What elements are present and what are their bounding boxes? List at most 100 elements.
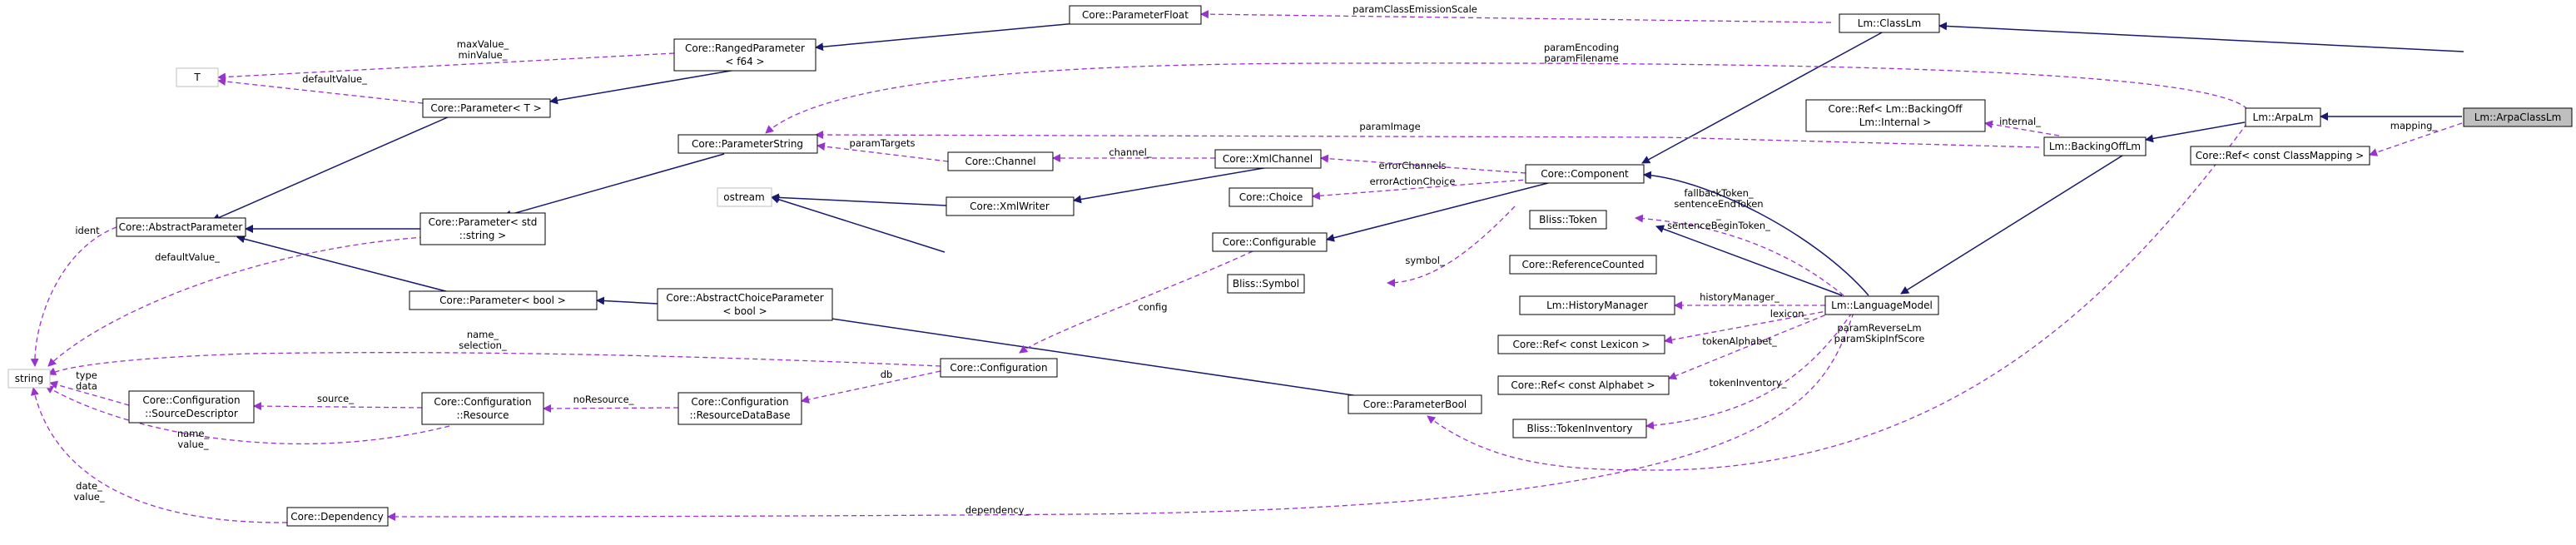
node-bliss-symbol[interactable]: Bliss::Symbol (1227, 274, 1305, 294)
label-name-sel-selection: selection_ (459, 339, 507, 351)
node-core-parameterbool[interactable]: Core::ParameterBool (1348, 394, 1482, 414)
svg-text:Core::RangedParameter: Core::RangedParameter (685, 42, 805, 54)
edge-languagemodel-to-referencecounted (1655, 225, 1843, 296)
edge-max-min-value (217, 52, 675, 82)
node-core-parameterstring[interactable]: Core::ParameterString (678, 134, 818, 154)
node-core-ref-classmapping[interactable]: Core::Ref< const ClassMapping > (2190, 146, 2370, 166)
edge-parameter-t-to-abstractparameter (211, 116, 450, 221)
svg-text:Bliss::Token: Bliss::Token (1539, 214, 1597, 225)
node-core-configuration-sourcedescriptor[interactable]: Core::Configuration ::SourceDescriptor (128, 390, 255, 424)
edge-default-value-str (47, 236, 425, 367)
svg-text:Lm::Internal >: Lm::Internal > (1859, 116, 1932, 128)
svg-text:Lm::ArpaLm: Lm::ArpaLm (2253, 111, 2314, 123)
edge-type-data (49, 380, 130, 406)
edge-xmlwriter-to-ostream (771, 193, 947, 206)
node-ostream[interactable]: ostream (717, 187, 772, 207)
edge-backingofflm-to-languagemodel (1900, 155, 2123, 295)
svg-text:Lm::LanguageModel: Lm::LanguageModel (1831, 300, 1933, 311)
node-lm-historymanager[interactable]: Lm::HistoryManager (1519, 295, 1675, 315)
label-param-image: paramImage (1359, 121, 1420, 132)
svg-text:Core::Ref< const Lexicon >: Core::Ref< const Lexicon > (1513, 339, 1650, 350)
label-date: date_ (76, 480, 102, 492)
usage-edges (30, 10, 2463, 523)
node-core-parameter-bool[interactable]: Core::Parameter< bool > (409, 290, 598, 310)
node-t[interactable]: T (176, 67, 219, 87)
svg-text:Lm::ArpaClassLm: Lm::ArpaClassLm (2474, 111, 2562, 123)
nodes: Lm::ArpaClassLm Lm::ArpaLm Lm::ClassLm L… (7, 5, 2573, 527)
node-core-xmlwriter[interactable]: Core::XmlWriter (946, 196, 1075, 216)
node-core-channel[interactable]: Core::Channel (947, 151, 1054, 171)
svg-text:Bliss::Symbol: Bliss::Symbol (1233, 278, 1299, 290)
node-core-configuration-resourcedatabase[interactable]: Core::Configuration ::ResourceDataBase (678, 392, 802, 425)
label-default-value-str: defaultValue_ (155, 251, 220, 263)
edge-param-class-emission-scale (1200, 10, 1832, 23)
node-lm-arpaclasslm[interactable]: Lm::ArpaClassLm (2463, 107, 2573, 127)
node-lm-languagemodel[interactable]: Lm::LanguageModel (1824, 295, 1939, 315)
edge-lexicon (1664, 310, 1832, 344)
svg-text:Core::XmlChannel: Core::XmlChannel (1223, 153, 1313, 165)
label-name-value-value: value_ (177, 438, 208, 450)
node-core-ref-lexicon[interactable]: Core::Ref< const Lexicon > (1497, 334, 1665, 354)
node-core-xmlchannel[interactable]: Core::XmlChannel (1214, 149, 1322, 169)
node-core-dependency[interactable]: Core::Dependency (286, 507, 389, 527)
node-core-component[interactable]: Core::Component (1525, 164, 1645, 184)
node-lm-backingofflm[interactable]: Lm::BackingOffLm (2043, 136, 2147, 156)
edge-labels: mapping_ internal_ paramClassEmissionSca… (73, 3, 2437, 516)
label-error-action-choice: errorActionChoice (1370, 176, 1456, 187)
node-lm-classlm[interactable]: Lm::ClassLm (1839, 13, 1940, 33)
node-core-configuration-resource[interactable]: Core::Configuration ::Resource (421, 392, 544, 425)
node-core-ref-alphabet[interactable]: Core::Ref< const Alphabet > (1497, 375, 1670, 395)
node-core-parameterfloat[interactable]: Core::ParameterFloat (1069, 5, 1202, 25)
edge-error-action-choice (1312, 177, 1549, 201)
label-param-reverse-lm: paramReverseLm (1837, 322, 1921, 334)
node-bliss-token[interactable]: Bliss::Token (1529, 210, 1607, 230)
node-core-rangedparameter[interactable]: Core::RangedParameter < f64 > (673, 38, 816, 72)
edge-abstractchoiceparameter-to-parameter-bool (596, 296, 658, 305)
svg-text:Core::Ref< Lm::BackingOff: Core::Ref< Lm::BackingOff (1829, 103, 1963, 115)
svg-text:Core::Ref< const ClassMapping: Core::Ref< const ClassMapping > (2196, 150, 2364, 161)
edge-xmlchannel-to-xmlwriter (1073, 166, 1274, 204)
node-string[interactable]: string (7, 369, 51, 389)
node-core-abstractparameter[interactable]: Core::AbstractParameter (116, 217, 246, 237)
node-core-referencecounted[interactable]: Core::ReferenceCounted (1509, 255, 1657, 275)
label-type: type (76, 369, 97, 381)
svg-text:Core::Parameter< std: Core::Parameter< std (429, 216, 538, 228)
svg-text:Core::Choice: Core::Choice (1239, 191, 1303, 203)
node-core-configurable[interactable]: Core::Configurable (1212, 232, 1328, 252)
svg-text:Core::Configurable: Core::Configurable (1223, 236, 1317, 248)
label-no-resource: noResource_ (573, 394, 634, 405)
node-core-configuration[interactable]: Core::Configuration (940, 358, 1058, 378)
label-value: value_ (73, 491, 104, 503)
svg-text:Core::AbstractParameter: Core::AbstractParameter (119, 221, 243, 233)
svg-text:Lm::HistoryManager: Lm::HistoryManager (1546, 300, 1648, 311)
node-core-choice[interactable]: Core::Choice (1228, 187, 1313, 207)
svg-text:::string >: ::string > (459, 230, 506, 241)
node-core-ref-backingoff-internal[interactable]: Core::Ref< Lm::BackingOff Lm::Internal > (1805, 99, 1986, 132)
edge-arpalm-to-backingofflm (2145, 121, 2246, 143)
node-core-parameter-std-string[interactable]: Core::Parameter< std ::string > (419, 212, 546, 245)
svg-text:ostream: ostream (723, 191, 764, 203)
edge-ident (30, 226, 117, 367)
svg-text:Core::Configuration: Core::Configuration (691, 396, 788, 408)
label-sentence-end-token-underscore: _ (1715, 209, 1721, 220)
label-history-manager: historyManager_ (1700, 291, 1779, 303)
label-name-sel-name: name_ (467, 329, 499, 340)
edge-db (801, 370, 941, 404)
edge-parameter-bool-to-abstractparameter (236, 235, 463, 296)
svg-text:Core::Dependency: Core::Dependency (290, 511, 383, 523)
edge-rangedparameter-to-parameter-t (549, 67, 752, 105)
edge-classlm-to-component (1641, 31, 1884, 164)
edge-param-encoding-filename (765, 62, 2248, 134)
edge-parameterstring-to-parameter-std-string (503, 153, 725, 219)
label-internal: internal_ (1999, 116, 2041, 127)
node-bliss-tokeninventory[interactable]: Bliss::TokenInventory (1512, 419, 1647, 438)
edge-config (1019, 250, 1253, 354)
node-lm-arpalm[interactable]: Lm::ArpaLm (2245, 107, 2321, 127)
svg-text:Core::Component: Core::Component (1541, 168, 1629, 180)
edge-token-alphabet (1668, 311, 1834, 380)
edge-arpaclasslm-to-classlm (1938, 22, 2464, 52)
edge-source (253, 402, 423, 411)
node-core-parameter-t[interactable]: Core::Parameter< T > (422, 98, 551, 118)
node-core-abstractchoiceparameter[interactable]: Core::AbstractChoiceParameter < bool > (657, 288, 833, 321)
label-dependency: dependency_ (965, 504, 1030, 516)
